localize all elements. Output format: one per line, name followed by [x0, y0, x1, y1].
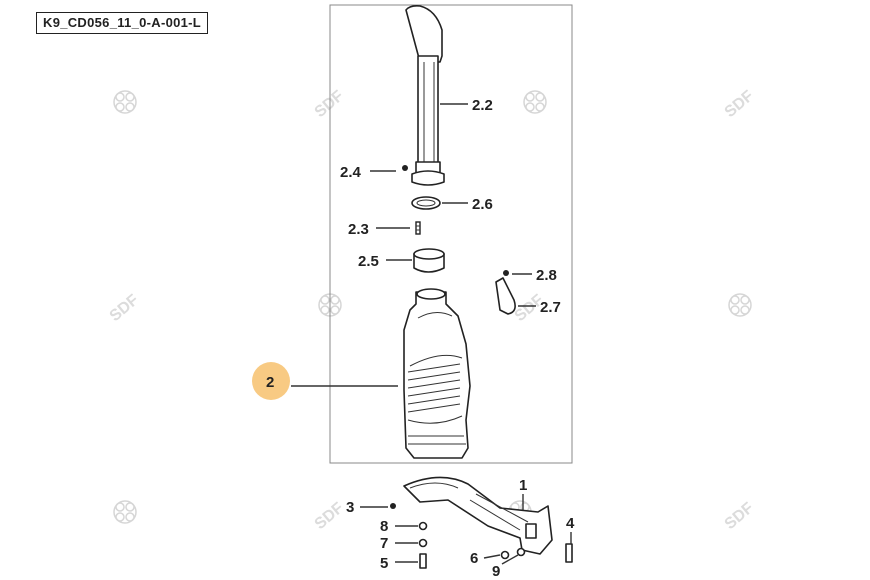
callout-2-7: 2.7	[540, 299, 561, 316]
callout-1: 1	[519, 477, 527, 494]
callout-8: 8	[380, 518, 388, 535]
callout-5: 5	[380, 555, 388, 572]
part-2-4-screw-dot	[402, 165, 408, 171]
part-4-pin	[565, 543, 573, 563]
part-9-washer	[516, 547, 526, 557]
highlight-marker[interactable]	[252, 362, 290, 400]
watermark-text: SDF	[722, 87, 758, 121]
callout-2-2: 2.2	[472, 97, 493, 114]
callout-2-6: 2.6	[472, 196, 493, 213]
part-2-6-gasket	[411, 196, 441, 210]
callout-9: 9	[492, 563, 500, 580]
watermark-logo	[523, 90, 547, 114]
subassembly-frame	[329, 4, 573, 464]
callout-7: 7	[380, 535, 388, 552]
part-1-handle	[403, 476, 553, 555]
watermark-logo	[113, 500, 137, 524]
callout-6: 6	[470, 550, 478, 567]
watermark-logo	[728, 293, 752, 317]
watermark-logo	[113, 90, 137, 114]
callout-4: 4	[566, 515, 575, 532]
watermark-text: SDF	[312, 499, 348, 533]
callout-2-5: 2.5	[358, 253, 379, 270]
watermark-text: SDF	[312, 87, 348, 121]
part-8-nut	[418, 521, 428, 531]
callout-2-3: 2.3	[348, 221, 369, 238]
callout-2-4: 2.4	[340, 164, 362, 181]
part-2-8-screw-dot	[503, 270, 509, 276]
part-2-3-screw	[415, 221, 421, 235]
part-3-screw-dot	[390, 503, 396, 509]
part-2-5-bushing	[413, 248, 445, 273]
watermark-text: SDF	[107, 291, 143, 325]
watermark-text: SDF	[722, 499, 758, 533]
callout-2-8: 2.8	[536, 267, 557, 284]
leader-line	[483, 554, 501, 559]
callout-3: 3	[346, 499, 354, 516]
part-2-2-tube	[405, 5, 443, 175]
part-2-4-clamp	[402, 165, 445, 186]
part-5-bolt	[419, 553, 427, 569]
callout-2: 2	[266, 374, 274, 391]
leader-line	[501, 554, 519, 565]
part-6-nut	[500, 550, 510, 560]
part-7-washer	[418, 538, 428, 548]
part-2-7-bracket	[495, 270, 516, 315]
part-2-housing	[403, 288, 471, 459]
document-id-label: K9_CD056_11_0-A-001-L	[36, 12, 209, 34]
